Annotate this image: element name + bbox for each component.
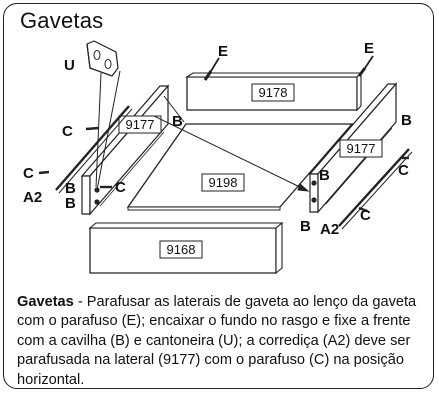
part-number-9168: 9168 (167, 242, 196, 257)
label-u: U (64, 57, 75, 74)
label-b-6: B (300, 218, 311, 235)
screw-c-1 (85, 126, 100, 131)
label-c-2: C (23, 165, 34, 182)
label-e-right: E (364, 40, 374, 57)
panel-9178: 9178 (185, 71, 363, 112)
part-number-9198: 9198 (209, 175, 238, 190)
instruction-card: Gavetas U 9178 E E (3, 3, 434, 389)
label-a2-left: A2 (23, 189, 42, 206)
part-number-9177-right: 9177 (347, 141, 376, 156)
label-c-4: C (398, 162, 409, 179)
label-a2-right: A2 (320, 221, 339, 238)
label-b-2: B (65, 195, 76, 212)
slide-rail-a2-right (338, 148, 413, 230)
instruction-text: Gavetas - Parafusar as laterais de gavet… (17, 293, 431, 388)
part-number-9177-left: 9177 (126, 117, 155, 132)
screw-e-right (357, 55, 374, 77)
slide-rail-a2-left (55, 105, 133, 194)
bracket-u (86, 40, 119, 77)
instruction-heading: Gavetas (17, 294, 74, 310)
panel-9168: 9168 (88, 221, 284, 275)
label-e-left: E (218, 43, 228, 60)
label-b-1: B (65, 180, 76, 197)
label-b-4: B (401, 112, 412, 129)
panel-9177-left: 9177 (80, 84, 170, 216)
part-number-9178: 9178 (259, 85, 288, 100)
screw-e-left (203, 57, 220, 81)
label-b-5: B (319, 167, 330, 184)
screw-c-2 (38, 170, 50, 175)
label-b-3: B (172, 113, 183, 130)
panel-9198: 9198 (126, 123, 354, 211)
instruction-body: - Parafusar as laterais de gaveta ao len… (17, 294, 417, 388)
page-title: Gavetas (20, 8, 104, 33)
label-c-1: C (62, 123, 73, 140)
assembly-arrows (95, 70, 310, 192)
label-c-3: C (115, 179, 126, 196)
panel-9177-right: 9177 (308, 82, 398, 214)
drawer-assembly-diagram: U 9178 E E 9198 (23, 40, 413, 275)
label-c-5: C (360, 207, 371, 224)
screw-c-5 (358, 206, 368, 213)
